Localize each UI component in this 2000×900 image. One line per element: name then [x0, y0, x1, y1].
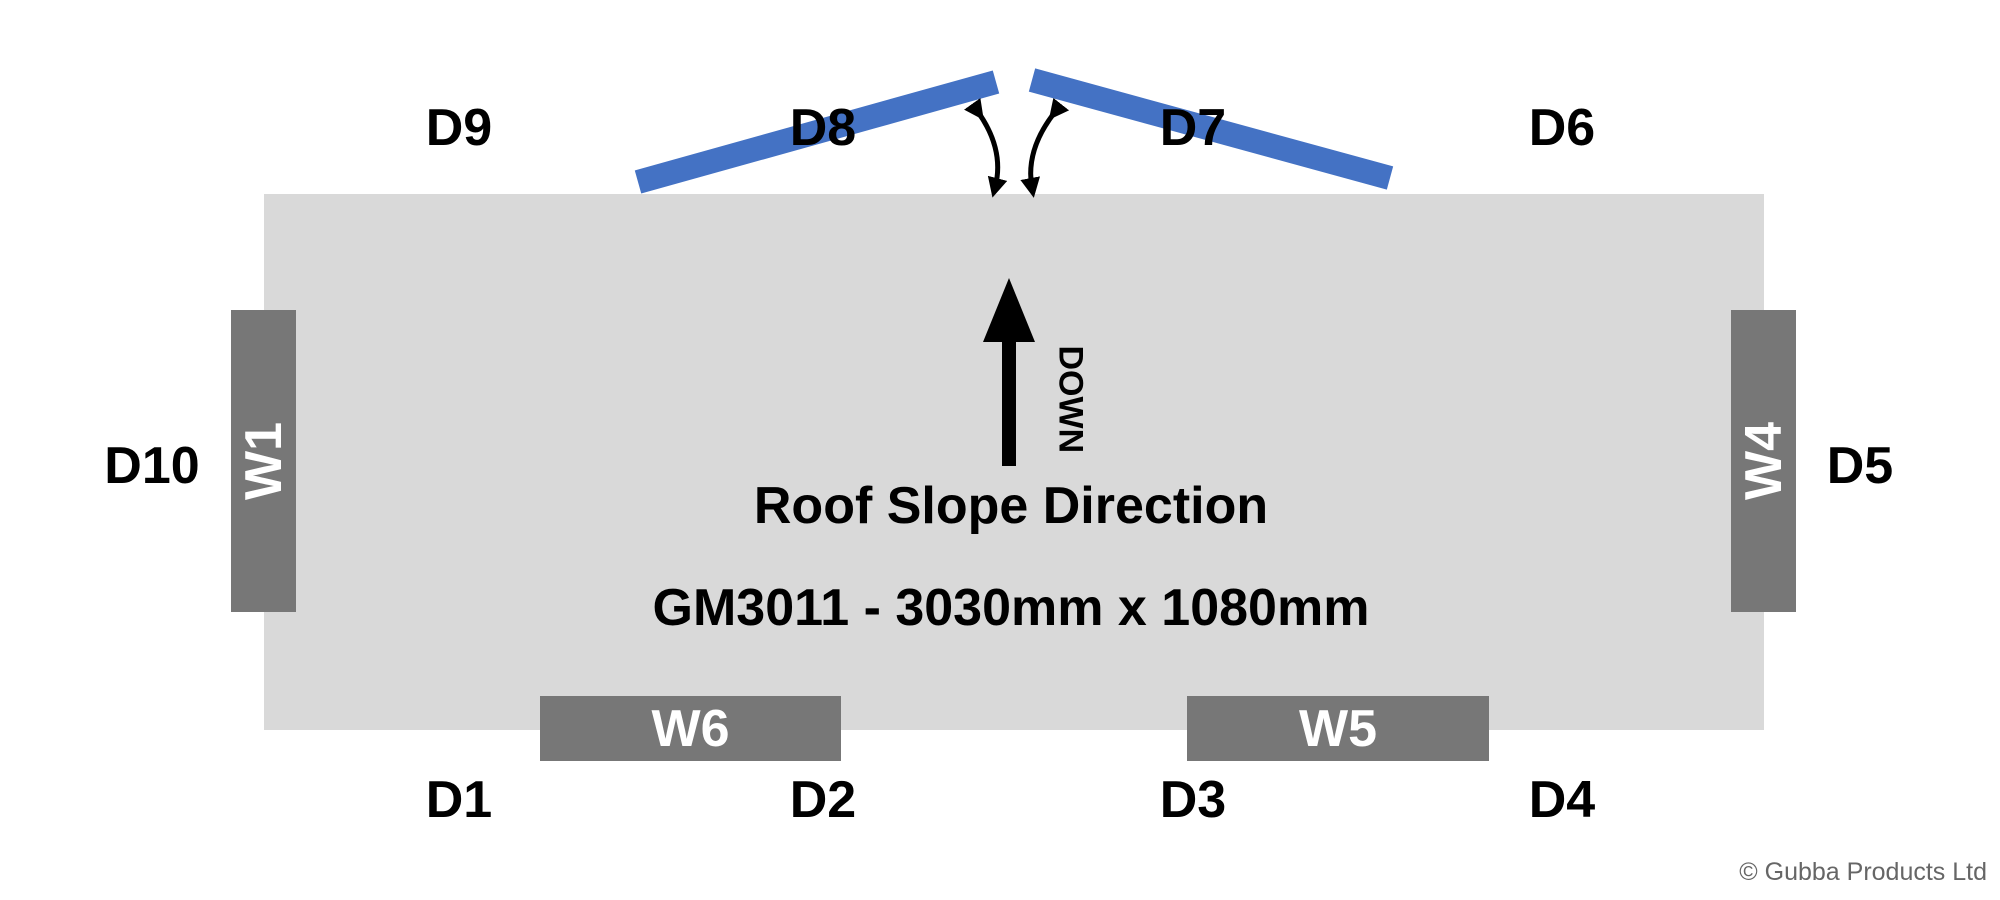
position-d3: D3 [1159, 771, 1227, 829]
door-left-leaf [634, 70, 1000, 194]
position-d1: D1 [425, 771, 493, 829]
position-d6: D6 [1528, 99, 1596, 157]
window-w1: W1 [231, 310, 296, 612]
position-d5: D5 [1826, 437, 1894, 495]
position-d9: D9 [425, 99, 493, 157]
position-d8: D8 [789, 99, 857, 157]
position-d7: D7 [1159, 99, 1227, 157]
copyright: © Gubba Products Ltd [1739, 858, 1987, 886]
window-label: W5 [1299, 699, 1377, 758]
door-right-leaf [1028, 68, 1394, 190]
slope-direction-text: DOWN [1051, 345, 1090, 454]
slope-label: Roof Slope Direction [753, 477, 1269, 535]
slope-arrow-head [983, 278, 1035, 342]
window-label: W1 [234, 422, 293, 500]
window-w5: W5 [1187, 696, 1489, 761]
panel-model: GM3011 - 3030mm x 1080mm [652, 579, 1370, 637]
window-w4: W4 [1731, 310, 1796, 612]
position-d10: D10 [104, 437, 200, 495]
position-d4: D4 [1528, 771, 1596, 829]
window-label: W4 [1734, 422, 1793, 500]
window-label: W6 [651, 699, 730, 758]
swing-arrow-left [964, 98, 1008, 198]
position-d2: D2 [789, 771, 857, 829]
swing-arrow-right [1020, 97, 1070, 198]
window-w6: W6 [540, 696, 841, 761]
